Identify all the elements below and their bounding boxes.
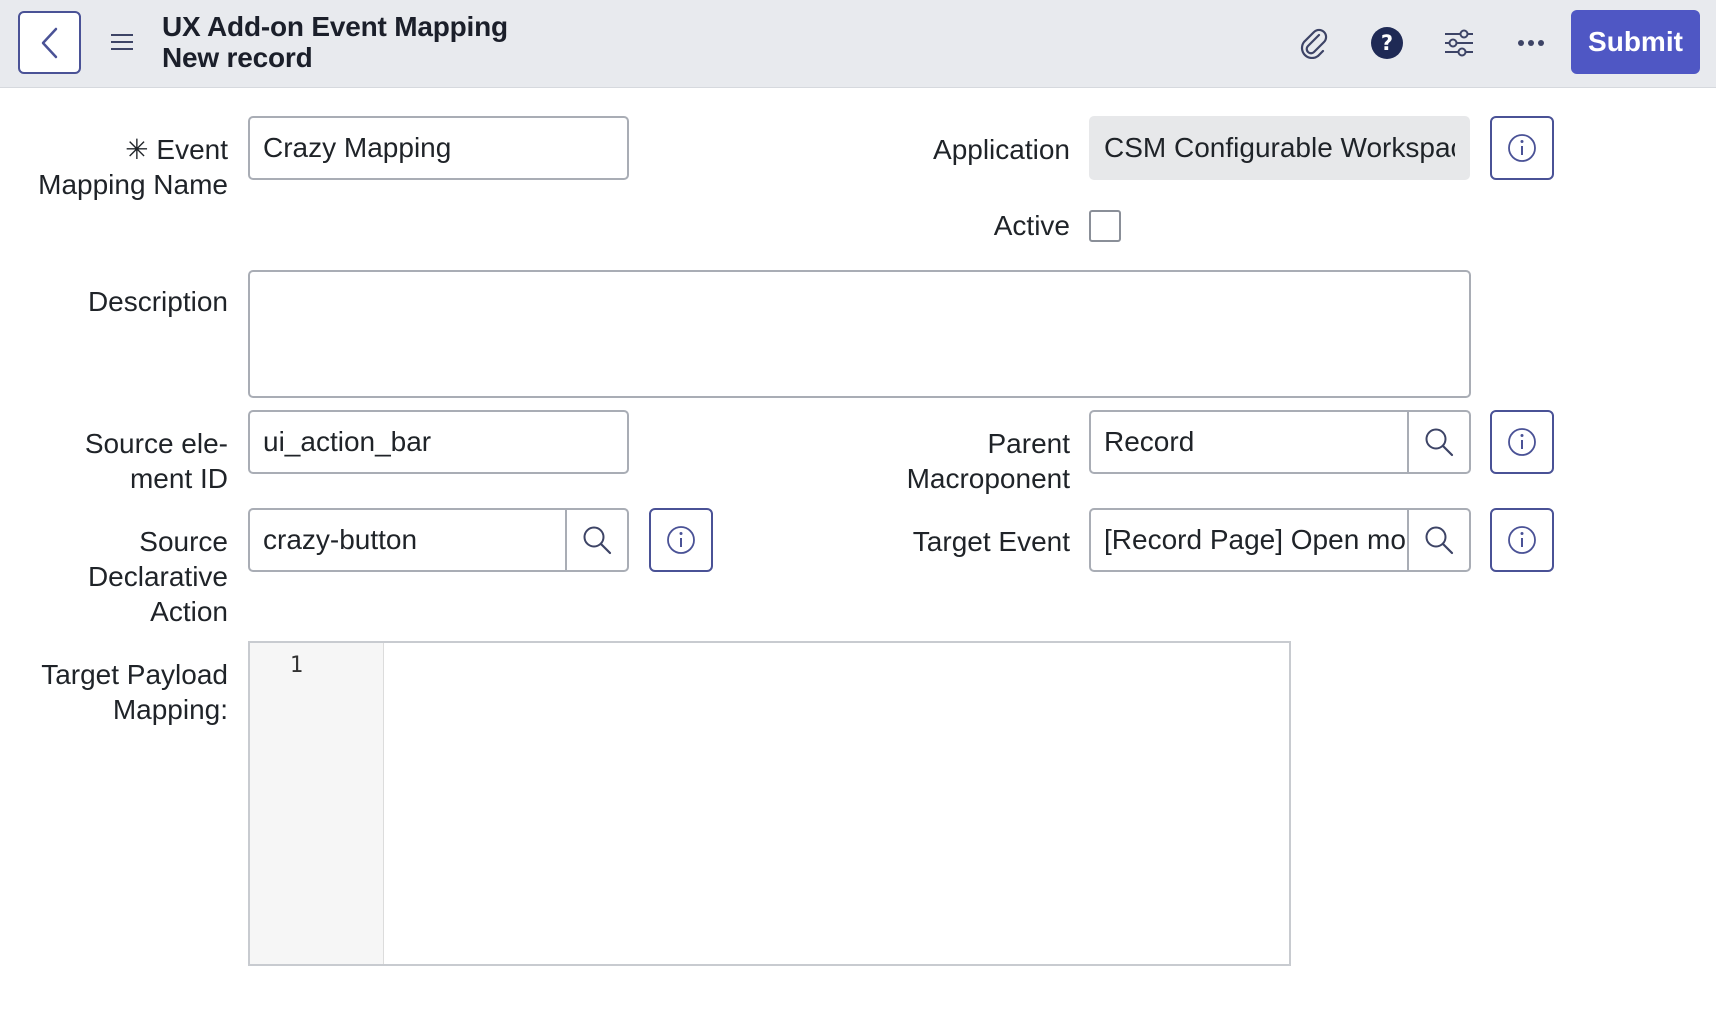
event-mapping-name-label: ✳ Event Mapping Name [38, 134, 228, 200]
target-event-label: Target Event [912, 526, 1070, 557]
attachment-button[interactable] [1291, 20, 1337, 66]
required-field-indicator: ✳ [125, 134, 149, 165]
target-payload-mapping-label: Target Payload Mapping: [41, 659, 228, 725]
back-button[interactable] [18, 11, 81, 74]
ellipsis-icon [1518, 40, 1544, 46]
parent-macroponent-label: Parent Macroponent [906, 428, 1070, 494]
line-number-gutter: 1 [250, 643, 384, 964]
submit-button[interactable]: Submit [1571, 10, 1700, 74]
target-payload-mapping-editor[interactable]: 1 [248, 641, 1291, 966]
form-context-menu-button[interactable] [106, 26, 138, 58]
magnifier-icon [1425, 526, 1454, 555]
paperclip-icon [1300, 28, 1328, 59]
source-declarative-action-lookup[interactable]: crazy-button [248, 508, 629, 572]
source-declarative-action-info-button[interactable] [649, 508, 713, 572]
target-event-input[interactable]: [Record Page] Open mo [1104, 524, 1406, 555]
target-event-lookup[interactable]: [Record Page] Open mo [1089, 508, 1471, 572]
target-event-info-button[interactable] [1490, 508, 1554, 572]
magnifier-icon [583, 526, 612, 555]
svg-text:?: ? [1381, 31, 1393, 55]
help-button[interactable]: ? [1364, 20, 1410, 66]
source-element-id-input[interactable]: ui_action_bar [248, 410, 629, 474]
source-declarative-action-label: Source Declarative Action [87, 526, 228, 627]
active-label: Active [993, 210, 1070, 241]
source-declarative-action-search-button[interactable] [565, 510, 627, 570]
parent-macroponent-info-button[interactable] [1490, 410, 1554, 474]
target-event-search-button[interactable] [1407, 510, 1469, 570]
application-field: CSM Configurable Workspace [1089, 116, 1470, 180]
page-title-record: New record [162, 42, 313, 73]
event-mapping-name-input[interactable]: Crazy Mapping [248, 116, 629, 180]
description-label: Description [87, 286, 228, 317]
info-circle-icon [667, 526, 695, 554]
parent-macroponent-search-button[interactable] [1407, 412, 1469, 472]
more-options-button[interactable] [1508, 20, 1554, 66]
info-circle-icon [1508, 526, 1536, 554]
application-label: Application [933, 134, 1070, 165]
application-info-button[interactable] [1490, 116, 1554, 180]
question-circle-icon: ? [1371, 27, 1403, 59]
page-title-table: UX Add-on Event Mapping [162, 11, 508, 42]
hamburger-icon [111, 34, 133, 50]
description-textarea[interactable] [248, 270, 1471, 398]
magnifier-icon [1425, 428, 1454, 457]
page-title: UX Add-on Event Mapping New record [162, 11, 508, 73]
code-input-area[interactable] [384, 643, 1289, 964]
sliders-icon [1445, 29, 1473, 57]
form-header: UX Add-on Event Mapping New record ? Sub… [0, 0, 1716, 88]
source-element-id-label: Source ele- ment ID [84, 428, 228, 494]
chevron-left-icon [41, 27, 57, 58]
info-circle-icon [1508, 134, 1536, 162]
parent-macroponent-lookup[interactable]: Record [1089, 410, 1471, 474]
parent-macroponent-input[interactable]: Record [1104, 426, 1195, 457]
active-checkbox[interactable] [1089, 210, 1121, 242]
personalize-form-button[interactable] [1436, 20, 1482, 66]
info-circle-icon [1508, 428, 1536, 456]
line-number: 1 [289, 653, 303, 678]
source-declarative-action-input[interactable]: crazy-button [263, 524, 418, 555]
